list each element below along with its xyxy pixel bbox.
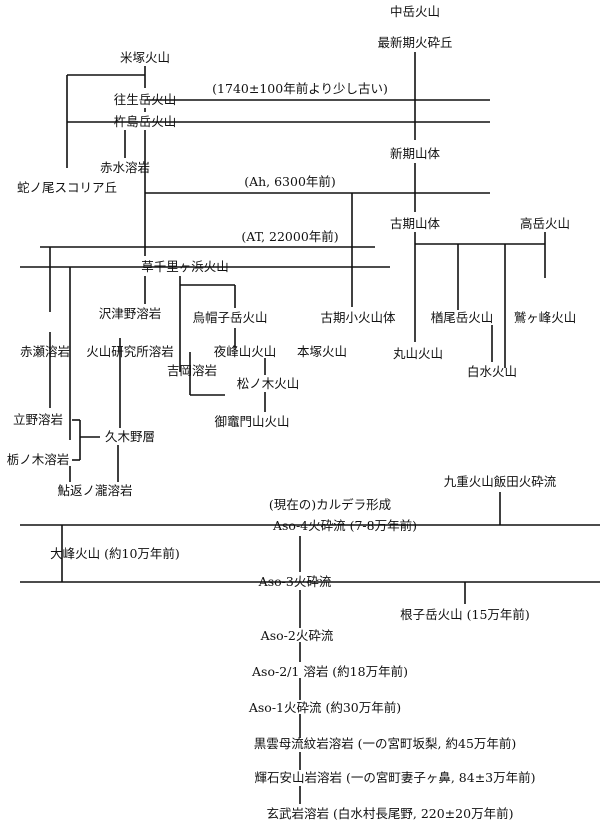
label-koki: 古期山体: [390, 216, 441, 231]
label-washigamine: 鷲ヶ峰火山: [514, 310, 577, 325]
label-nakadake: 中岳火山: [390, 4, 440, 19]
label-kokishokazan: 古期小火山体: [320, 310, 396, 325]
label-kokuunmo: 黒雲母流紋岩溶岩 (一の宮町坂梨, 約45万年前): [254, 736, 517, 751]
label-yoshioka: 吉岡溶岩: [167, 363, 217, 378]
label-matsunoki: 松ノ木火山: [237, 376, 300, 391]
label-aso21: Aso-2/1 溶岩 (約18万年前): [251, 664, 408, 679]
label-at: (AT, 22000年前): [241, 229, 338, 244]
label-komezuka: 米塚火山: [120, 50, 170, 65]
label-narao: 楢尾岳火山: [431, 310, 494, 325]
label-aso3: Aso-3火砕流: [258, 574, 332, 589]
label-omine: 大峰火山 (約10万年前): [50, 546, 180, 561]
connector-lines: [20, 52, 600, 804]
label-caldera: (現在の)カルデラ形成: [269, 497, 391, 512]
label-kinezima: 杵島岳火山: [114, 114, 177, 129]
label-sawatsuno: 沢津野溶岩: [99, 306, 162, 321]
label-tochinoki: 栃ノ木溶岩: [7, 452, 70, 467]
label-tateno: 立野溶岩: [13, 412, 63, 427]
label-motozuka: 本塚火山: [297, 344, 347, 359]
label-genbugan: 玄武岩溶岩 (白水村長尾野, 220±20万年前): [267, 806, 514, 821]
label-shiramizu: 白水火山: [467, 364, 517, 379]
node-labels: 中岳火山 最新期火砕丘 米塚火山 往生岳火山 (1740±100年前より少し古い…: [7, 4, 577, 821]
label-kiseki: 輝石安山岩溶岩 (一の宮町妻子ヶ鼻, 84±3万年前): [254, 770, 535, 785]
label-gokamado: 御竈門山火山: [214, 414, 289, 429]
label-aso4: Aso-4火砕流 (7-8万年前): [272, 518, 417, 533]
label-maruyama: 丸山火山: [393, 346, 443, 361]
label-saishinki: 最新期火砕丘: [377, 35, 452, 50]
label-shinki: 新期山体: [390, 146, 441, 161]
label-aso2: Aso-2火砕流: [260, 628, 334, 643]
label-janoo: 蛇ノ尾スコリア丘: [17, 180, 117, 195]
label-takadake: 高岳火山: [520, 216, 570, 231]
label-ayugaeri: 鮎返ノ瀧溶岩: [57, 483, 132, 498]
label-yomine: 夜峰山火山: [214, 344, 277, 359]
label-ojodake-age: (1740±100年前より少し古い): [212, 81, 388, 96]
label-akase: 赤瀬溶岩: [20, 344, 70, 359]
label-ojodake: 往生岳火山: [114, 92, 177, 107]
label-kazanken: 火山研究所溶岩: [86, 344, 174, 359]
label-eboshi: 烏帽子岳火山: [192, 310, 267, 325]
label-aso1: Aso-1火砕流 (約30万年前): [248, 700, 401, 715]
label-kunugi: 久木野層: [105, 429, 155, 444]
label-ah: (Ah, 6300年前): [244, 174, 336, 189]
label-nekodake: 根子岳火山 (15万年前): [400, 607, 530, 622]
label-kusasenri: 草千里ヶ浜火山: [141, 259, 229, 274]
label-kuju: 九重火山飯田火砕流: [444, 474, 557, 489]
label-akamizu: 赤水溶岩: [100, 160, 150, 175]
